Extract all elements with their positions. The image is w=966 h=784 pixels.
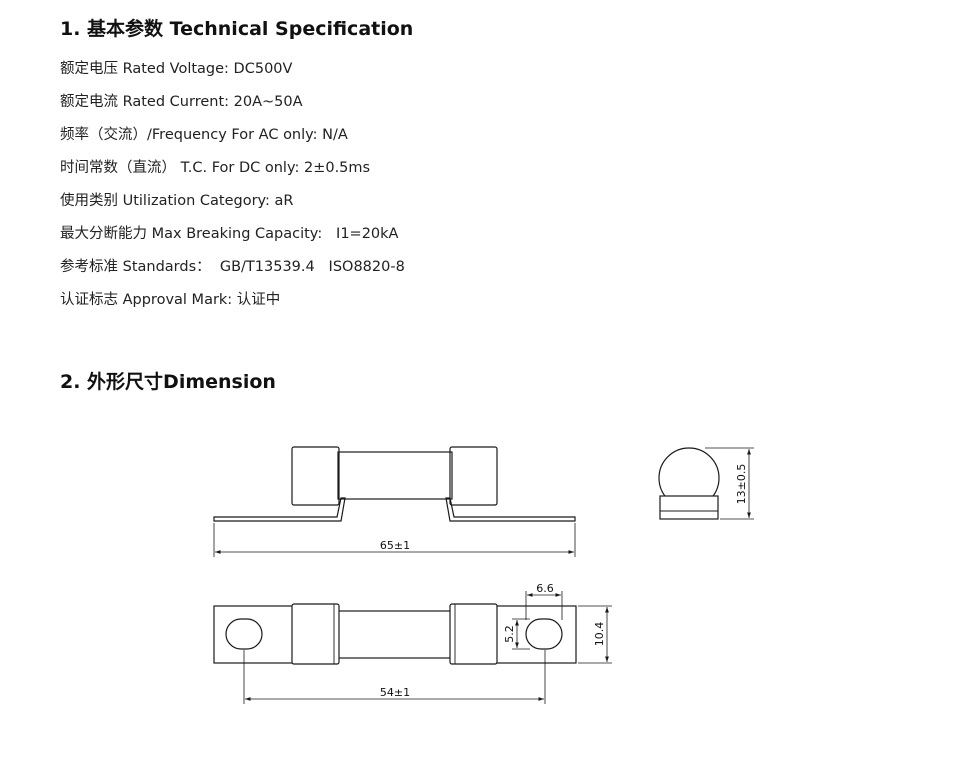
top-view: 6.6 5.2 10.4 54±1 [213, 582, 612, 704]
dim-13-label: 13±0.5 [735, 464, 748, 505]
top-view-body-tube [337, 610, 453, 659]
spec-utilization-category: 使用类别 Utilization Category: aR [60, 193, 294, 209]
side-view-right-terminal [445, 497, 576, 522]
top-view-right-slot [525, 618, 563, 650]
top-view-left-cap [291, 603, 340, 665]
spec-list: 额定电压 Rated Voltage: DC500V 额定电流 Rated Cu… [60, 58, 405, 322]
end-view-terminal-plate [659, 495, 719, 520]
dim-6-6-label: 6.6 [536, 582, 554, 595]
dimension-section-title: 2. 外形尺寸Dimension [60, 371, 276, 393]
side-view-left-cap [291, 446, 340, 506]
spec-approval-mark: 认证标志 Approval Mark: 认证中 [60, 292, 281, 308]
top-view-right-cap [449, 603, 498, 665]
side-view-right-cap [449, 446, 498, 506]
side-view-left-terminal [213, 497, 346, 522]
end-view: 13±0.5 [658, 447, 754, 520]
dim-54-label: 54±1 [380, 686, 410, 699]
spec-rated-voltage: 额定电压 Rated Voltage: DC500V [60, 61, 293, 77]
dim-5-2-label: 5.2 [503, 625, 516, 643]
spec-time-constant: 时间常数（直流） T.C. For DC only: 2±0.5ms [60, 160, 371, 176]
side-view: 65±1 [213, 446, 576, 557]
spec-rated-current: 额定电流 Rated Current: 20A~50A [60, 94, 303, 110]
spec-frequency: 频率（交流）/Frequency For AC only: N/A [60, 127, 348, 143]
spec-breaking-capacity: 最大分断能力 Max Breaking Capacity: I1=20kA [60, 226, 399, 242]
dim-10-4-label: 10.4 [593, 622, 606, 647]
spec-section-title: 1. 基本参数 Technical Specification [60, 18, 414, 40]
dim-65-label: 65±1 [380, 539, 410, 552]
fuse-dimension-drawing: 65±1 13±0.5 6.6 5.2 10.4 [213, 446, 754, 704]
side-view-body-tube [337, 451, 453, 500]
top-view-left-slot [225, 618, 263, 650]
spec-standards: 参考标准 Standards： GB/T13539.4 ISO8820-8 [60, 259, 405, 275]
